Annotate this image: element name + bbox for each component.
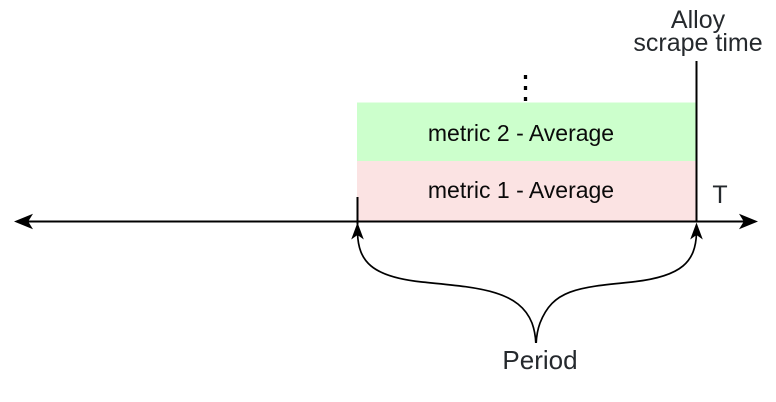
band-metric-2 xyxy=(357,102,697,161)
time-axis-arrowhead-left-icon xyxy=(14,213,33,230)
period-label: Period xyxy=(502,345,577,375)
band-metric-1 xyxy=(357,161,697,222)
time-axis-label: T xyxy=(712,181,727,209)
band-metric-1-label: metric 1 - Average xyxy=(428,177,614,203)
period-arrowhead-left-icon xyxy=(351,222,364,240)
more-metrics-ellipsis-icon: ⋮ xyxy=(510,69,542,105)
period-arrowhead-right-icon xyxy=(690,222,703,240)
scrape-time-label-line1: Alloy xyxy=(671,6,726,34)
scrape-time-label-line2: scrape time xyxy=(633,29,762,57)
period-brace-left-curve xyxy=(356,232,537,344)
band-metric-2-label: metric 2 - Average xyxy=(428,120,614,146)
time-axis-arrowhead-right-icon xyxy=(739,213,758,230)
period-brace-right-curve xyxy=(535,232,698,344)
